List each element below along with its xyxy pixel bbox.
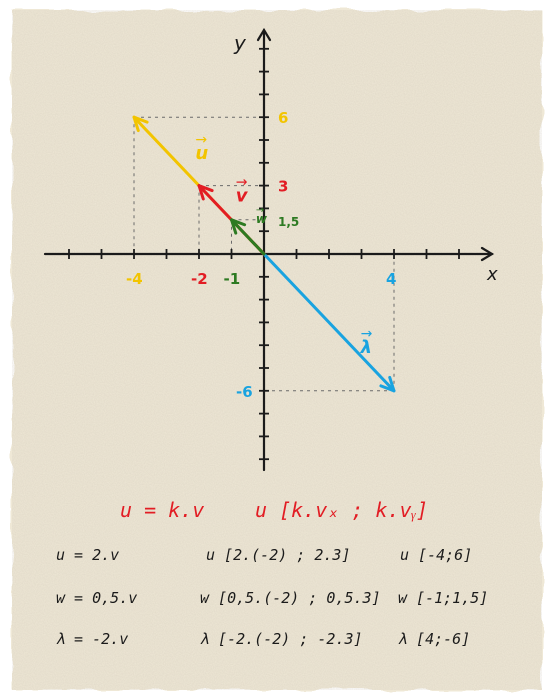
y-tick-label: 3 <box>278 178 288 196</box>
vector-label-w: w <box>256 212 268 226</box>
guide-lines <box>133 116 395 392</box>
y-axis-label: y <box>233 31 247 55</box>
vector-label-arrow-v: → <box>236 175 248 191</box>
paper-texture <box>12 10 542 690</box>
x-axis-arrowhead <box>480 246 495 262</box>
x-tick-label: -2 <box>191 270 208 288</box>
vector-v-arrowhead <box>197 184 214 201</box>
y-axis-arrowhead <box>256 27 272 42</box>
y-tick-label: 6 <box>278 109 288 127</box>
vector-w-arrowhead <box>230 218 247 235</box>
vector-label-arrow-w: → <box>256 205 264 216</box>
x-tick-label: -1 <box>224 270 241 288</box>
vector-label-lambda: λ <box>360 337 372 358</box>
x-tick-label: -4 <box>126 270 143 288</box>
y-tick-label: 1,5 <box>278 215 299 229</box>
x-tick-label: 4 <box>386 270 396 288</box>
vectors <box>132 115 396 393</box>
axes <box>43 27 495 472</box>
vector-u-arrowhead <box>132 115 149 133</box>
vector-label-arrow-lambda: → <box>361 326 373 342</box>
vector-w <box>230 218 266 256</box>
vector-label-arrow-u: → <box>195 132 207 148</box>
y-tick-label: -6 <box>236 383 253 401</box>
vector-lambda <box>262 252 396 393</box>
x-axis-label: x <box>486 264 498 285</box>
paper-sheet <box>12 10 542 690</box>
vector-label-u: u <box>195 143 208 164</box>
vector-label-v: v <box>236 186 249 207</box>
vector-lambda-arrowhead <box>379 375 396 393</box>
